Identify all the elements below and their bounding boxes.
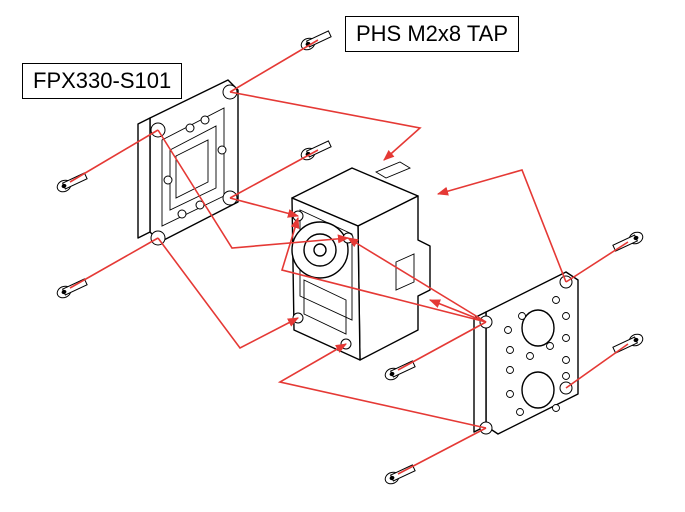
servo [291,161,431,361]
side-frame [137,79,239,246]
screw-label: PHS M2x8 TAP [345,16,520,52]
plate-frame [473,271,579,435]
assembly-lines [69,39,629,475]
frame-label: FPX330-S101 [22,63,183,99]
